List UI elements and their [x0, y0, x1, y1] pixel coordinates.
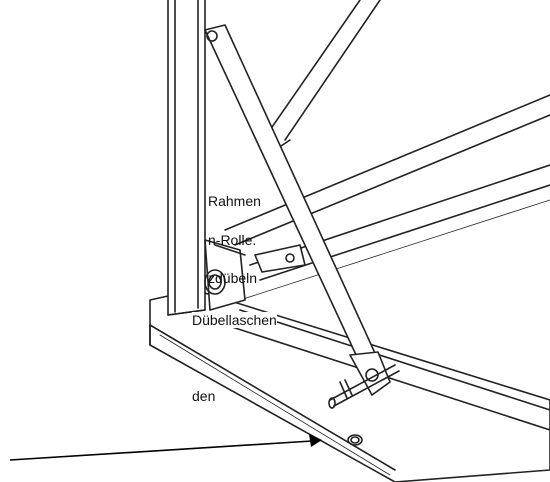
roller-icon	[204, 269, 226, 295]
bolt-hole	[347, 434, 363, 446]
instruction-line-3: zdübeln	[208, 270, 258, 286]
vertical-post	[167, 0, 206, 316]
background-strut	[269, 0, 381, 151]
brace-pivot-top	[206, 30, 218, 42]
pointer-arrow	[9, 434, 322, 461]
rear-frame	[224, 94, 550, 301]
diagonal-brace	[204, 24, 391, 396]
instruction-line-1: Rahmen	[208, 193, 261, 209]
instruction-line-5: den	[192, 388, 216, 404]
instruction-line-4: Dübellaschen	[192, 312, 277, 328]
locking-pin	[328, 364, 400, 409]
hinge-bracket	[204, 239, 306, 311]
instruction-line-2: n-Rolle.	[208, 232, 257, 248]
